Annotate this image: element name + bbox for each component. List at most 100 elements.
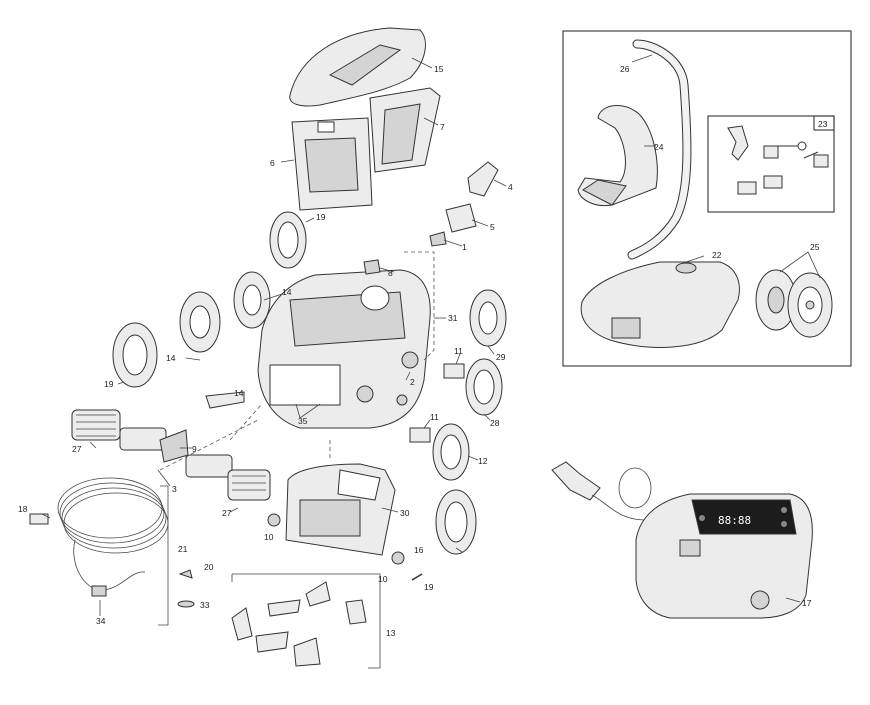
wheel-28-rim <box>473 369 495 405</box>
callout-14-bar: 14 <box>234 388 244 398</box>
callout-35: 35 <box>298 416 308 426</box>
callout-1: 1 <box>462 242 467 252</box>
chassis-axle-right <box>401 351 419 369</box>
control-panel-display: 88:88 <box>718 514 751 527</box>
hardware-subbox <box>707 115 835 213</box>
caddy-handle <box>628 40 691 259</box>
wheel-14-a-rim <box>242 284 262 316</box>
chassis-front-panel <box>269 364 341 406</box>
leader-11a <box>455 353 461 365</box>
hardware-washer <box>797 141 807 151</box>
leader-4 <box>493 179 507 187</box>
leader-16 <box>455 547 463 553</box>
leader-1 <box>443 239 463 247</box>
cable-coil-4 <box>63 492 169 554</box>
leader-5 <box>471 219 489 227</box>
brush-tube <box>119 427 167 451</box>
leader-18 <box>41 513 51 519</box>
hardware-bracket-2 <box>763 175 783 189</box>
wheel-12-rim <box>440 434 462 470</box>
leader-19a <box>305 217 315 223</box>
callout-27-right: 27 <box>222 508 232 518</box>
filter-basket-window <box>304 137 359 193</box>
leader-21 <box>158 485 169 626</box>
callout-2: 2 <box>410 377 415 387</box>
skirt-piece-b <box>267 599 301 617</box>
leader-19b <box>117 381 125 385</box>
callout-9: 9 <box>192 444 197 454</box>
power-cord-coil <box>618 467 652 509</box>
skirt-piece-f <box>293 637 321 667</box>
callout-33: 33 <box>200 600 210 610</box>
callout-12: 12 <box>478 456 488 466</box>
callout-19-upper: 19 <box>316 212 326 222</box>
pin-33 <box>177 600 195 608</box>
leader-17 <box>785 597 801 603</box>
callout-27-left: 27 <box>72 444 82 454</box>
callout-19-pin: 19 <box>424 582 434 592</box>
callout-22: 22 <box>712 250 722 260</box>
screw-cap <box>429 231 447 247</box>
callout-34: 34 <box>96 616 106 626</box>
brush-27-right <box>227 469 271 501</box>
leader-7 <box>423 117 439 126</box>
brush-27-left-bristles <box>76 414 116 437</box>
cable-coil-1 <box>57 477 163 539</box>
filter-mesh <box>381 103 421 165</box>
leader-14a <box>263 293 283 301</box>
washer-2 <box>396 394 408 406</box>
hardware-pin-2 <box>803 151 819 159</box>
leader-35 <box>295 403 321 419</box>
washer-10-right <box>391 551 405 565</box>
leader-25 <box>779 251 821 279</box>
caddy-base-socket <box>675 262 697 274</box>
leader-13 <box>232 573 381 669</box>
callout-24: 24 <box>654 142 664 152</box>
callout-8: 8 <box>388 268 393 278</box>
callout-21: 21 <box>178 544 188 554</box>
caddy-base-slot <box>611 317 641 339</box>
callout-30: 30 <box>400 508 410 518</box>
accessory-box <box>562 30 852 367</box>
callout-3: 3 <box>172 484 177 494</box>
callout-29: 29 <box>496 352 506 362</box>
hardware-bracket <box>737 181 757 195</box>
guide-35 <box>229 403 263 441</box>
bearing-sleeve <box>445 203 477 233</box>
callout-11-upper: 11 <box>454 346 463 356</box>
leader-30 <box>381 507 399 513</box>
support-bar-14 <box>205 391 245 409</box>
callout-14-upper: 14 <box>282 287 292 297</box>
motor-cap <box>467 161 499 197</box>
callout-25: 25 <box>810 242 820 252</box>
leader-12 <box>467 455 479 461</box>
chassis-port <box>360 285 390 311</box>
power-supply-knob <box>750 590 770 610</box>
drive-opening <box>337 469 381 501</box>
tire-19-upper-inner <box>277 221 299 259</box>
callout-10-left: 10 <box>264 532 274 542</box>
callout-18: 18 <box>18 504 28 514</box>
clip-hardware <box>727 125 749 161</box>
callout-23: 23 <box>818 119 828 129</box>
filter-basket-latch <box>317 121 335 133</box>
handle-grip-foot <box>582 179 627 206</box>
callout-4: 4 <box>508 182 513 192</box>
guide-brush <box>159 419 259 471</box>
callout-10-right: 10 <box>378 574 388 584</box>
washer-10-left <box>267 513 281 527</box>
top-cover-vent <box>328 44 402 86</box>
leader-27b <box>229 507 239 513</box>
callout-31: 31 <box>448 313 458 323</box>
leader-6 <box>280 159 295 163</box>
callout-7: 7 <box>440 122 445 132</box>
leader-3 <box>157 469 171 487</box>
wheel-14-b-rim <box>189 305 211 339</box>
power-supply-logo-plate <box>679 539 701 557</box>
callout-19-left: 19 <box>104 379 114 389</box>
hardware-subbox-tag <box>813 115 835 131</box>
bearing-11-upper <box>443 363 465 379</box>
chassis-axle-left <box>356 385 374 403</box>
callout-15: 15 <box>434 64 444 74</box>
